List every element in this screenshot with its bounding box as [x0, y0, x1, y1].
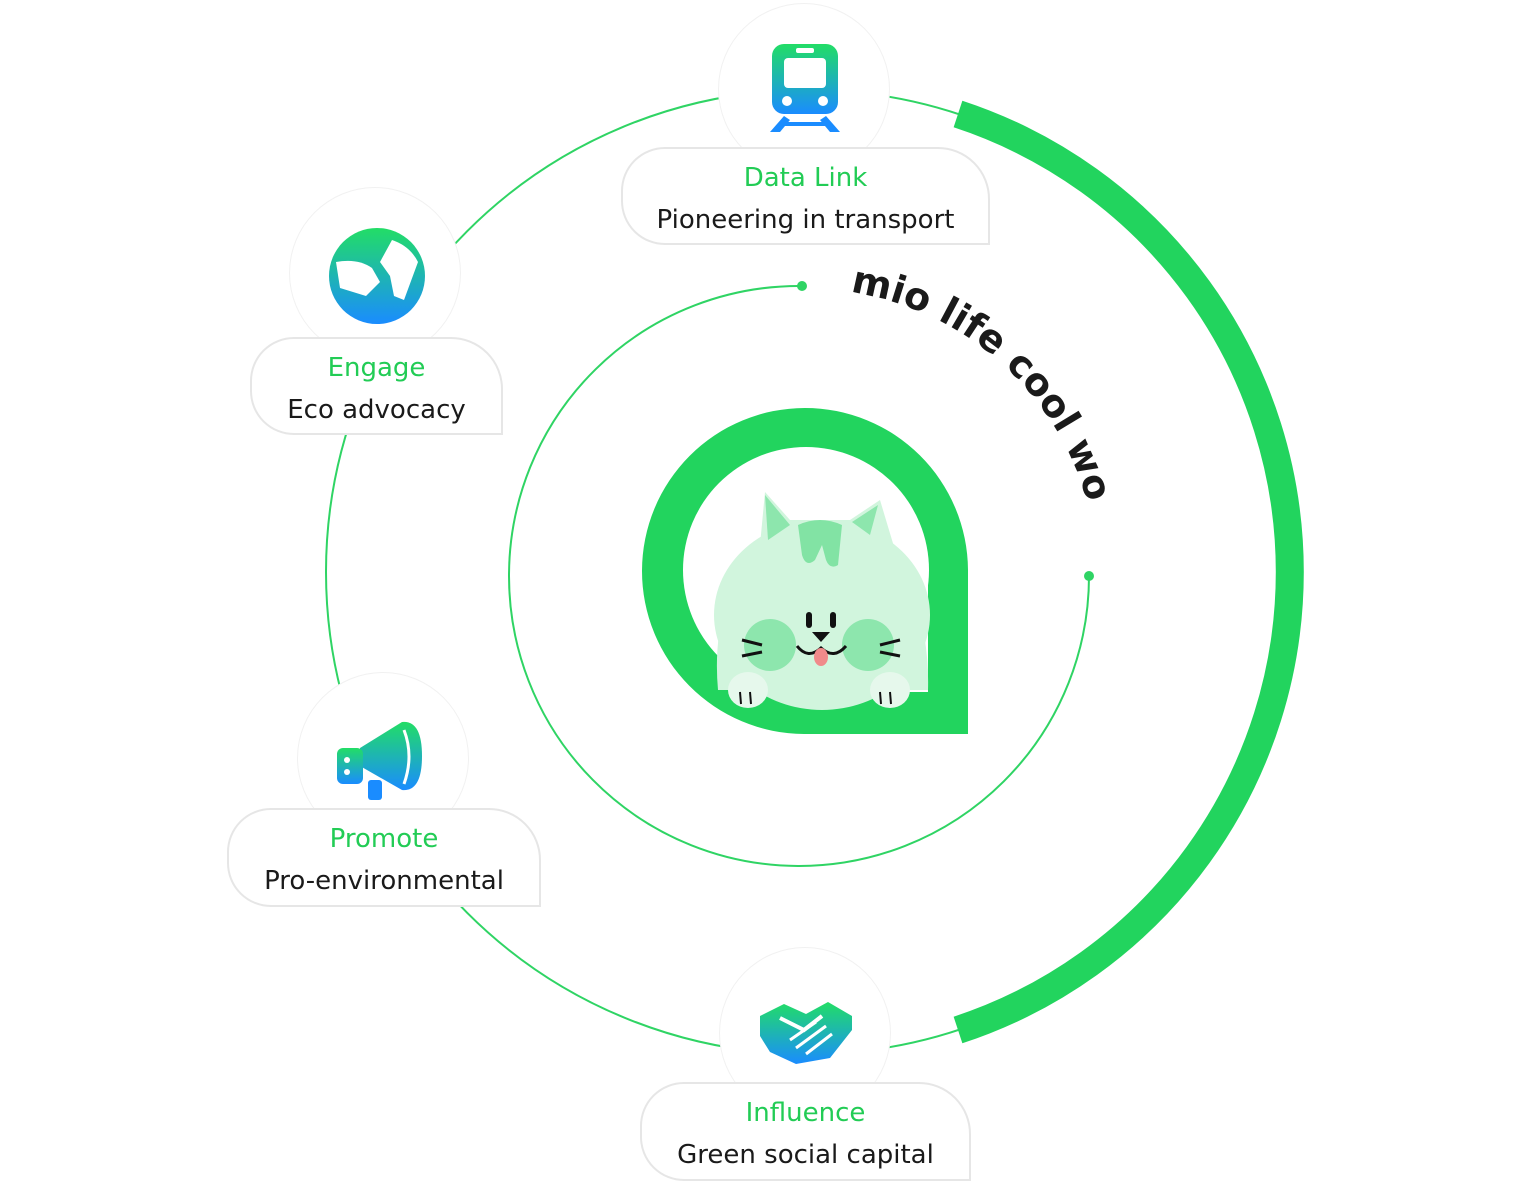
thick-progress-arc [953, 100, 1304, 1044]
node-description: Eco advocacy [287, 395, 466, 425]
engage-icon-bubble [290, 188, 460, 358]
cat-mascot-icon [642, 408, 968, 734]
node-title: Engage [327, 353, 426, 383]
node-description: Green social capital [677, 1140, 934, 1170]
node-description: Pro-environmental [264, 866, 504, 896]
node-title: Promote [329, 824, 439, 854]
inner-ring-dot-start [797, 281, 807, 291]
node-description: Pioneering in transport [656, 205, 955, 235]
node-title: Data Link [743, 163, 868, 193]
inner-cycle-ring [508, 284, 1090, 867]
node-card-influence: Influence Green social capital [640, 1082, 971, 1181]
node-title: Influence [745, 1098, 866, 1128]
node-card-promote: Promote Pro-environmental [227, 808, 541, 907]
inner-ring-dot-end [1084, 571, 1094, 581]
node-card-engage: Engage Eco advocacy [250, 337, 503, 435]
brand-arc-text: mio life cool world [0, 0, 1121, 505]
node-card-data-link: Data Link Pioneering in transport [621, 147, 990, 245]
